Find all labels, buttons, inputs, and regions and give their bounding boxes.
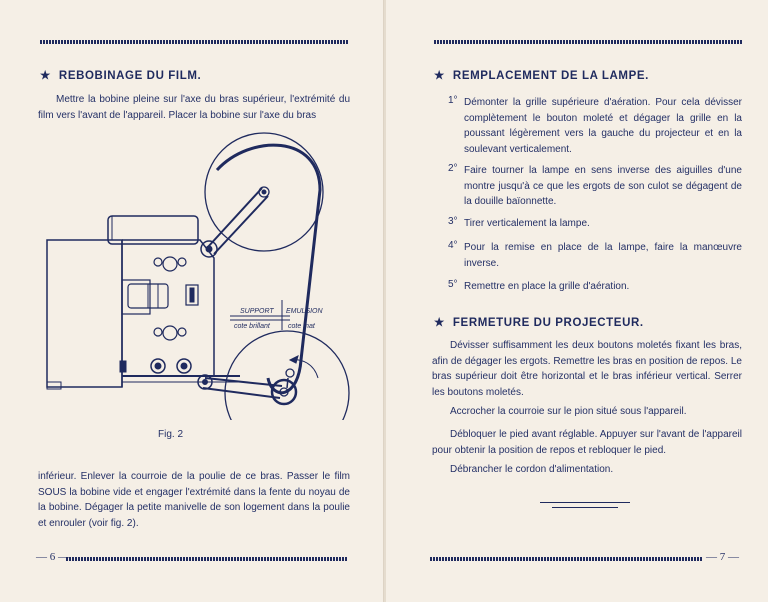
step-number: 4°: [448, 240, 458, 251]
top-dotted-rule: [434, 40, 742, 44]
section-heading-rebobinage: ★ REBOBINAGE DU FILM.: [40, 68, 201, 82]
projector-body: [46, 239, 123, 388]
body-paragraph: inférieur. Enlever la courroie de la pou…: [38, 471, 350, 529]
step-number: 5°: [448, 279, 458, 290]
bottom-dotted-rule: [66, 557, 348, 561]
film-path: [215, 143, 322, 395]
figure-caption: Fig. 2: [158, 429, 184, 440]
label-support: SUPPORT: [240, 308, 274, 315]
page-number-7: — 7 —: [706, 551, 739, 563]
bottom-dotted-rule: [430, 557, 702, 561]
end-rule: [552, 507, 618, 508]
lower-reel: [224, 330, 350, 420]
step-text: Faire tourner la lampe en sens inverse d…: [464, 165, 742, 207]
star-icon: ★: [40, 70, 51, 82]
heading-text: REBOBINAGE DU FILM.: [58, 70, 202, 82]
book-gutter: [383, 0, 387, 602]
label-emulsion-sub: cote mat: [288, 323, 316, 330]
section-heading-fermeture: ★ FERMETURE DU PROJECTEUR.: [434, 315, 644, 329]
step-text: Tirer verticalement la lampe.: [464, 218, 590, 229]
right-page: ★ REMPLACEMENT DE LA LAMPE. 1° Démonter l…: [386, 0, 768, 602]
top-dotted-rule: [40, 40, 348, 44]
left-page: ★ REBOBINAGE DU FILM. Mettre la bobine pl…: [0, 0, 384, 602]
section-heading-lampe: ★ REMPLACEMENT DE LA LAMPE.: [434, 68, 649, 82]
fermeture-paragraph: Dévisser suffisamment les deux boutons m…: [432, 340, 742, 398]
step-text: Remettre en place la grille d'aération.: [464, 281, 630, 292]
fermeture-paragraph: Débloquer le pied avant réglable. Appuye…: [432, 429, 742, 456]
heading-text: FERMETURE DU PROJECTEUR.: [452, 317, 644, 329]
fermeture-paragraph: Débrancher le cordon d'alimentation.: [450, 464, 614, 475]
intro-paragraph: Mettre la bobine pleine sur l'axe du bra…: [38, 94, 350, 121]
step-number: 2°: [448, 163, 458, 174]
step-number: 1°: [448, 95, 458, 106]
heading-text: REMPLACEMENT DE LA LAMPE.: [452, 70, 649, 82]
label-emulsion: EMULSION: [286, 308, 324, 315]
star-icon: ★: [434, 70, 445, 82]
figure-2-diagram: SUPPORT cote brillant EMULSION cote mat: [46, 132, 350, 420]
end-rule: [540, 502, 630, 503]
page-number-6: — 6 —: [36, 551, 69, 563]
step-number: 3°: [448, 216, 458, 227]
star-icon: ★: [434, 317, 445, 329]
step-text: Démonter la grille supérieure d'aération…: [464, 97, 742, 155]
step-text: Pour la remise en place de la lampe, fai…: [464, 242, 742, 269]
label-support-sub: cote brillant: [234, 323, 271, 330]
upper-reel: [204, 132, 324, 252]
fermeture-paragraph: Accrocher la courroie sur le pion situé …: [450, 406, 687, 417]
